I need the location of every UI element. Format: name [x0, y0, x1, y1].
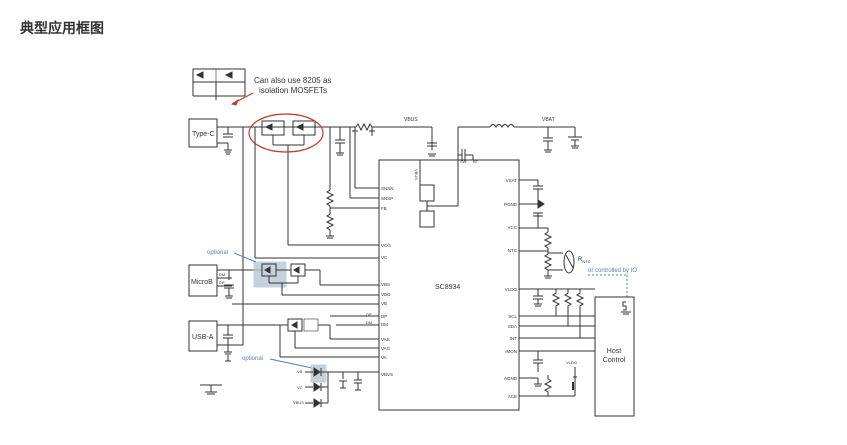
- pin-vcc: VCC: [507, 225, 517, 230]
- ntc-pullup-resistor: [543, 231, 553, 249]
- diode-vb-label: VB: [297, 369, 303, 374]
- ntc-thermistor: [563, 250, 575, 274]
- host-io-symbol: [622, 301, 627, 311]
- highlight-ellipse: [248, 113, 324, 153]
- mosfet-note-line1: Can also use 8205 as: [254, 76, 331, 85]
- ground-symbol: [200, 384, 222, 395]
- pin-int: INT: [510, 336, 518, 341]
- pin-pgnd: PGND: [504, 202, 518, 207]
- ntc-label: RNTC: [578, 257, 591, 264]
- chip-name: SC8934: [435, 284, 460, 291]
- inductor: [489, 124, 515, 128]
- pin-ace: ACE: [508, 394, 517, 399]
- pin-vsat: VSAT: [506, 178, 518, 183]
- pin-agnd: AGND: [504, 376, 518, 381]
- ntc-resistor: [543, 253, 553, 271]
- input-mosfets: [261, 120, 316, 245]
- optional-diodes: VB VC VBUS: [293, 367, 379, 408]
- optional-label-2: optional: [242, 356, 263, 362]
- pin-imon: IMON: [505, 349, 517, 354]
- pin-dp: DP: [381, 314, 387, 319]
- mosfet-note-line2: isolation MOSFETs: [259, 86, 327, 95]
- fb-resistor-top: [325, 189, 335, 207]
- diode-vbus-label: VBUS: [293, 400, 304, 405]
- typec-connector: [188, 118, 218, 148]
- pin-vas: VAS: [381, 337, 390, 342]
- pin-scl: SCL: [508, 314, 517, 319]
- power-stage: [419, 127, 459, 228]
- microb-dp: DP: [219, 280, 225, 285]
- diode-vc-label: VC: [297, 385, 303, 390]
- pin-sw-top: SW: [460, 159, 467, 164]
- mosfet-pair-example: [192, 68, 246, 100]
- pin-vc: VC: [381, 255, 388, 260]
- controlled-by-io-note: or controlled by IO: [588, 268, 637, 274]
- pin-bt-top: BT: [473, 159, 479, 164]
- pin-dm: DM: [381, 322, 388, 327]
- pin-ntc: NTC: [508, 248, 518, 253]
- usba-connector: [188, 320, 218, 352]
- typec-label: Type-C: [192, 131, 215, 138]
- microb-mosfets: [232, 263, 379, 305]
- pin-snsn: SNSN: [381, 186, 394, 191]
- microb-label: MicroB: [191, 279, 213, 286]
- note-arrow: [230, 92, 254, 106]
- pin-vbus-top: VBUS: [414, 169, 419, 180]
- optional-label-1: optional: [207, 250, 228, 256]
- host-control-box: [594, 296, 635, 417]
- microb-connector: [188, 264, 218, 297]
- pin-vldo: VLDO: [505, 287, 518, 292]
- host-label-line2: Control: [603, 357, 626, 364]
- host-label-line1: Host: [607, 348, 621, 355]
- microb-dm: DM: [219, 272, 225, 277]
- i2c-pullups: [551, 289, 585, 338]
- pin-vbg: VBG: [381, 292, 391, 297]
- vbus-net-label: VBUS: [404, 117, 418, 123]
- usba-mosfets: [279, 315, 379, 358]
- pin-snsp: SNSP: [381, 196, 393, 201]
- usba-dp: DP: [366, 312, 372, 317]
- pin-vb: VB: [381, 301, 387, 306]
- usba-dm: DM: [366, 320, 372, 325]
- pin-vbvs: VBVS: [381, 372, 393, 377]
- pin-vcg: VCG: [381, 243, 391, 248]
- vbat-net-label: VBAT: [542, 117, 555, 123]
- pin-vag: VAG: [381, 346, 391, 351]
- page-title: 典型应用框图: [20, 21, 104, 37]
- pin-sda: SDA: [508, 324, 517, 329]
- pin-va: VA: [381, 355, 387, 360]
- pin-vbs: VBS: [381, 282, 390, 287]
- usba-label: USB-A: [192, 334, 214, 341]
- fb-resistor-bottom: [325, 213, 335, 231]
- pin-fb: FB: [381, 206, 387, 211]
- vbus-resistor: [355, 122, 373, 132]
- vldo-net-label: VLDO: [566, 360, 577, 365]
